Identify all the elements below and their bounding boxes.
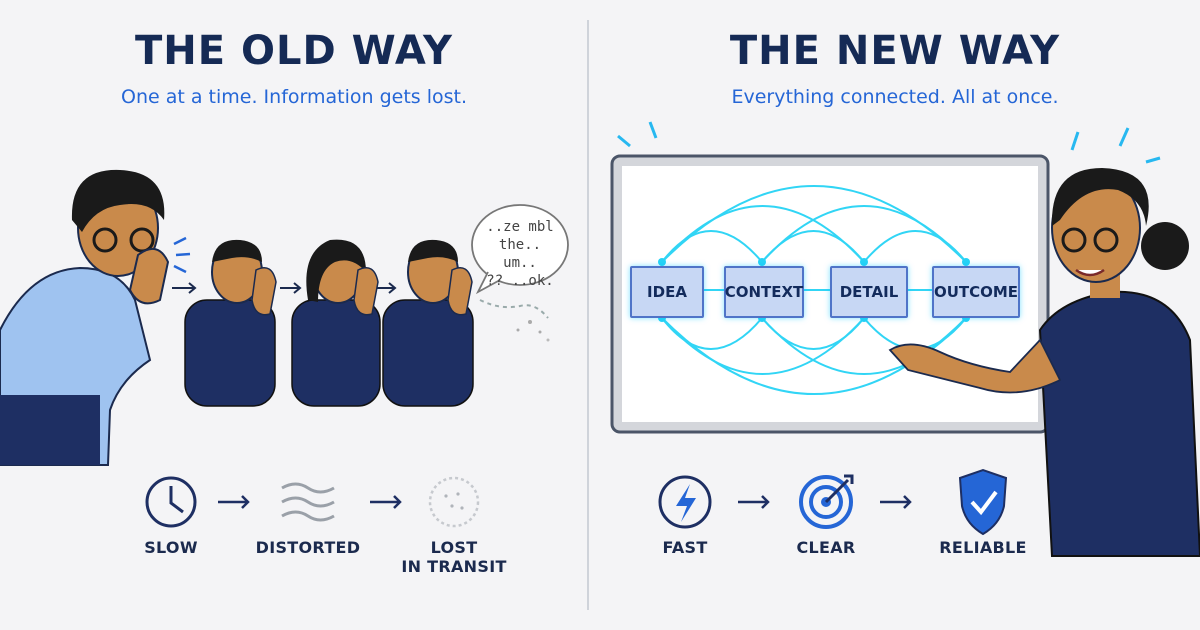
node-idea: IDEA bbox=[630, 266, 704, 318]
old-way-subtitle: One at a time. Information gets lost. bbox=[121, 86, 467, 108]
whisperer-figure-1 bbox=[184, 239, 277, 407]
garbled-speech-bubble bbox=[471, 204, 569, 342]
node-context: CONTEXT bbox=[724, 266, 804, 318]
metric-label-clear: CLEAR bbox=[796, 538, 856, 557]
whisper-chain-illustration bbox=[0, 169, 569, 528]
target-icon bbox=[799, 474, 854, 529]
new-way-subtitle: Everything connected. All at once. bbox=[731, 86, 1059, 108]
metric-label-fast: FAST bbox=[662, 538, 708, 557]
new-way-panel: THE NEW WAY Everything connected. All at… bbox=[590, 0, 1200, 630]
clock-icon bbox=[145, 476, 197, 528]
metric-label-slow: SLOW bbox=[144, 538, 198, 557]
old-way-title: THE OLD WAY bbox=[134, 28, 454, 74]
metric-label-lost-in-transit: LOST IN TRANSIT bbox=[401, 538, 507, 576]
whispering-man-figure bbox=[0, 169, 191, 466]
node-detail: DETAIL bbox=[830, 266, 908, 318]
metric-label-distorted: DISTORTED bbox=[255, 538, 361, 557]
whisperer-figure-2 bbox=[291, 239, 381, 407]
panel-divider bbox=[587, 20, 589, 610]
fading-circle-icon bbox=[428, 476, 480, 528]
old-way-panel: THE OLD WAY One at a time. Information g… bbox=[0, 0, 588, 630]
lightning-icon bbox=[658, 475, 712, 529]
node-outcome: OUTCOME bbox=[932, 266, 1020, 318]
new-way-title: THE NEW WAY bbox=[729, 28, 1061, 74]
presenting-woman-figure bbox=[888, 168, 1200, 557]
wavy-lines-icon bbox=[281, 482, 335, 522]
shield-check-icon bbox=[958, 468, 1008, 536]
metric-label-reliable: RELIABLE bbox=[939, 538, 1027, 557]
whisperer-figure-3 bbox=[382, 239, 474, 407]
garbled-message-text: ..ze mbl the.. um.. ?? ..ok. bbox=[486, 219, 554, 289]
